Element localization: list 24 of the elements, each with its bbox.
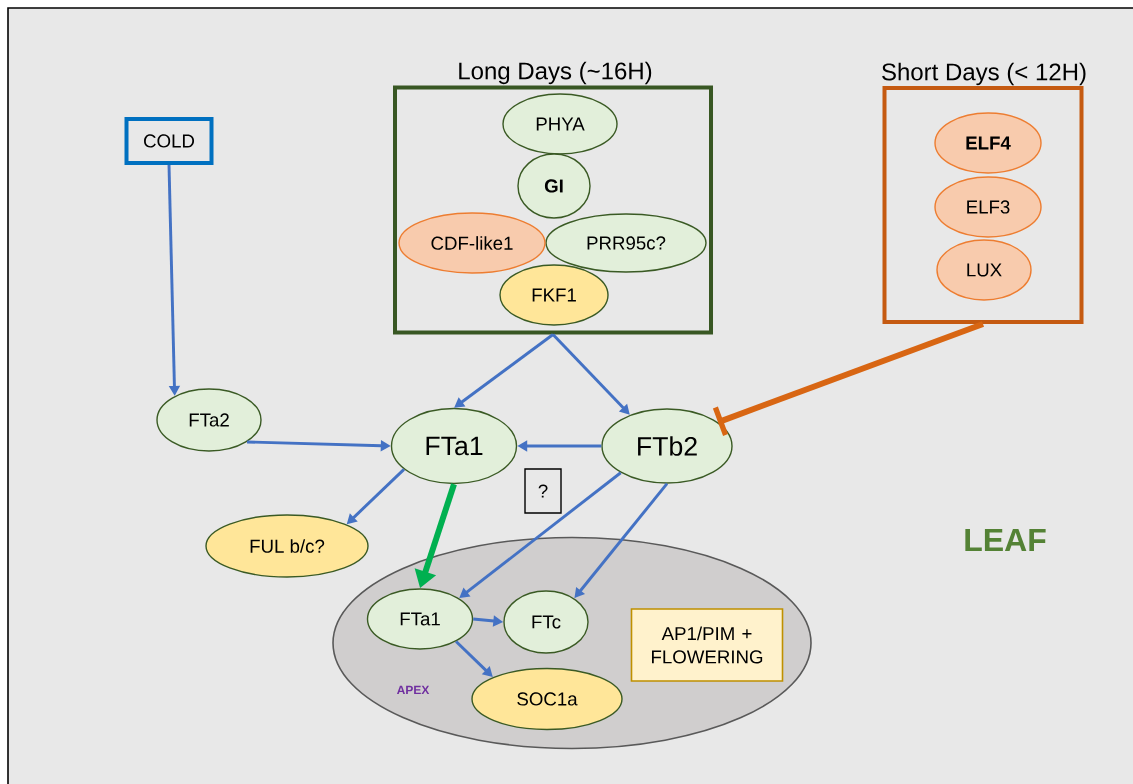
- oval-node: CDF-like1: [398, 212, 546, 274]
- oval-node: FTa1: [366, 588, 474, 650]
- oval-node: FTa2: [156, 388, 262, 452]
- region-label: APEX: [396, 685, 430, 695]
- oval-node: LUX: [936, 239, 1032, 301]
- oval-node: FKF1: [499, 264, 609, 326]
- oval-node: SOC1a: [471, 667, 623, 731]
- oval-node: PHYA: [502, 93, 618, 155]
- question-box: ?: [524, 468, 562, 514]
- oval-node: ELF3: [934, 176, 1042, 238]
- oval-node: FTc: [503, 590, 589, 654]
- outcome-box: AP1/PIM + FLOWERING: [630, 608, 784, 682]
- group-heading: Long Days (~16H): [459, 61, 652, 85]
- arrow: [551, 333, 630, 415]
- oval-node: ELF4: [934, 112, 1042, 174]
- oval-node: PRR95c?: [545, 213, 707, 273]
- oval-node: FUL b/c?: [205, 514, 369, 578]
- group-heading: Short Days (< 12H): [882, 62, 1086, 86]
- region-label: LEAF: [965, 529, 1046, 551]
- oval-node: FTb2: [601, 408, 733, 484]
- oval-node: FTa1: [390, 407, 518, 485]
- oval-node: GI: [517, 153, 591, 219]
- arrow: [454, 333, 554, 408]
- condition-box: COLD: [124, 117, 214, 165]
